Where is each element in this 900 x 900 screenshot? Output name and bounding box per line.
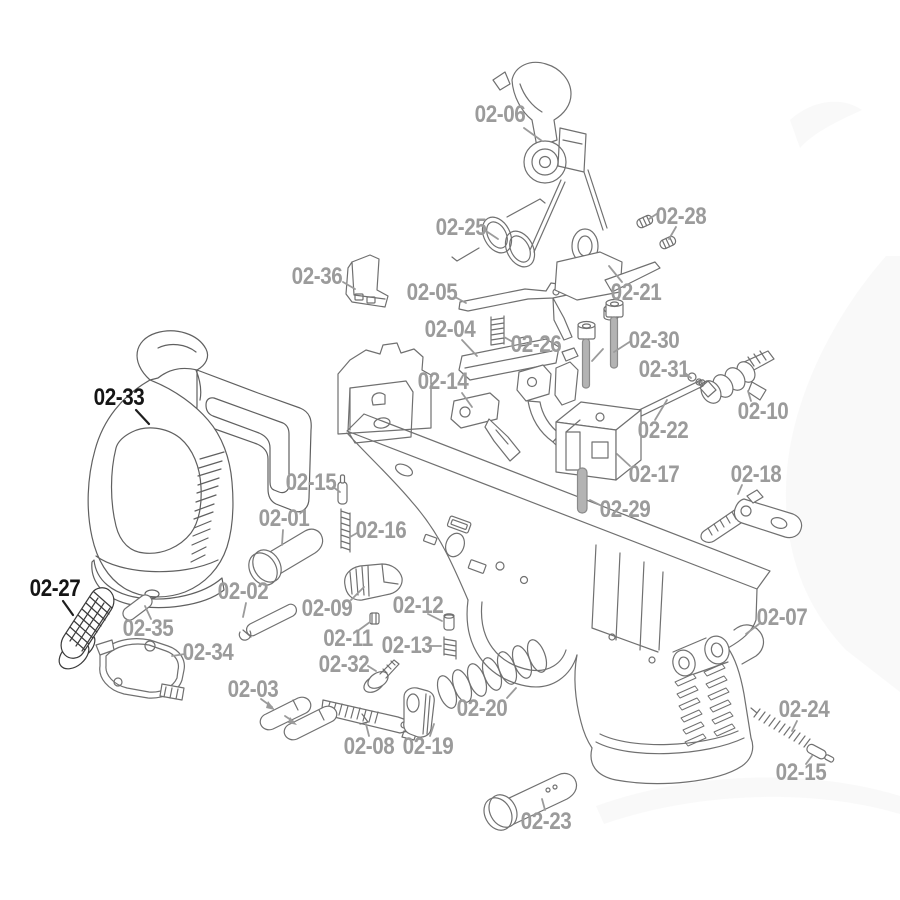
part-label-02-01: 02-01 [258,505,310,532]
part-label-02-08: 02-08 [343,733,395,760]
part-frame-sketch [337,342,771,785]
part-label-02-15-lower: 02-15 [775,759,827,786]
part-grip-sketch [87,330,312,609]
part-label-02-13: 02-13 [381,632,433,659]
part-label-02-09: 02-09 [301,595,353,622]
part-label-02-02: 02-02 [217,578,269,605]
part-label-02-10: 02-10 [737,398,789,425]
part-knocker-sketch [450,392,521,462]
part-label-02-30: 02-30 [628,327,680,354]
part-label-02-16: 02-16 [355,517,407,544]
part-label-02-28: 02-28 [655,203,707,230]
part-spring-24-sketch [750,707,811,748]
part-label-02-07: 02-07 [756,604,808,631]
part-label-02-03: 02-03 [227,676,279,703]
part-base-plate-sketch [95,638,185,701]
part-label-02-12: 02-12 [392,592,444,619]
part-label-02-05: 02-05 [406,279,458,306]
part-label-02-19: 02-19 [402,733,454,760]
part-sear-plate-sketch [458,335,560,381]
part-small-pin-upper-sketch [337,474,348,505]
part-label-02-20: 02-20 [456,695,508,722]
part-large-pin-23-sketch [483,772,578,831]
part-label-02-17: 02-17 [628,461,680,488]
part-bumper-block-sketch [403,687,435,738]
part-thin-pin-sketch [238,603,297,641]
part-spring-pin-sketch [576,467,588,514]
part-ring-spring-sketch [451,198,546,268]
part-hammer-assembly-sketch [492,61,608,253]
part-label-02-31: 02-31 [638,356,690,383]
part-safety-lever-sketch [699,350,775,404]
part-label-02-32: 02-32 [318,651,370,678]
part-hammer-housing-sketch [555,401,642,481]
leader-lines-dark [61,408,151,617]
part-label-02-35: 02-35 [122,615,174,642]
part-slide-stop-sketch [700,489,803,544]
part-spring-13-sketch [443,636,457,660]
part-spring-26-sketch [490,315,505,346]
part-label-02-29: 02-29 [599,496,651,523]
part-large-pin-sketch [248,528,324,586]
watermark-shapes [596,101,900,824]
part-label-02-24: 02-24 [778,696,830,723]
part-label-02-26: 02-26 [510,331,562,358]
part-pin-pair-sketch [259,696,338,741]
part-small-cylinder-sketch [443,613,455,631]
part-spring-16-sketch [340,508,351,553]
part-sear-housing-sketch [554,228,661,321]
part-trigger-bar-sketch [458,282,573,341]
part-label-02-25: 02-25 [435,214,487,241]
part-knurled-plug-sketch [58,587,115,670]
part-label-02-36: 02-36 [291,263,343,290]
part-label-02-06: 02-06 [474,101,526,128]
part-screw-32-sketch [363,659,400,693]
part-label-02-04: 02-04 [424,316,476,343]
part-label-02-34: 02-34 [182,639,234,666]
part-label-02-21: 02-21 [610,279,662,306]
part-label-02-18: 02-18 [730,461,782,488]
part-seat-block-sketch [345,254,389,308]
part-label-02-33: 02-33 [93,384,145,411]
grip-serrations [674,663,736,747]
leader-lines [144,127,813,811]
part-label-02-22: 02-22 [637,417,689,444]
part-small-pin-lower-sketch [806,743,835,763]
part-label-02-27: 02-27 [29,575,81,602]
part-label-02-11: 02-11 [323,625,373,652]
part-label-02-14: 02-14 [417,368,469,395]
part-pin-35-sketch [122,594,153,621]
part-label-02-23: 02-23 [520,808,572,835]
part-cap-screws-sketch [577,298,624,389]
part-tiny-cylinder-sketch [369,612,380,625]
part-spring-20-sketch [436,639,548,709]
part-label-02-15-upper: 02-15 [285,469,337,496]
